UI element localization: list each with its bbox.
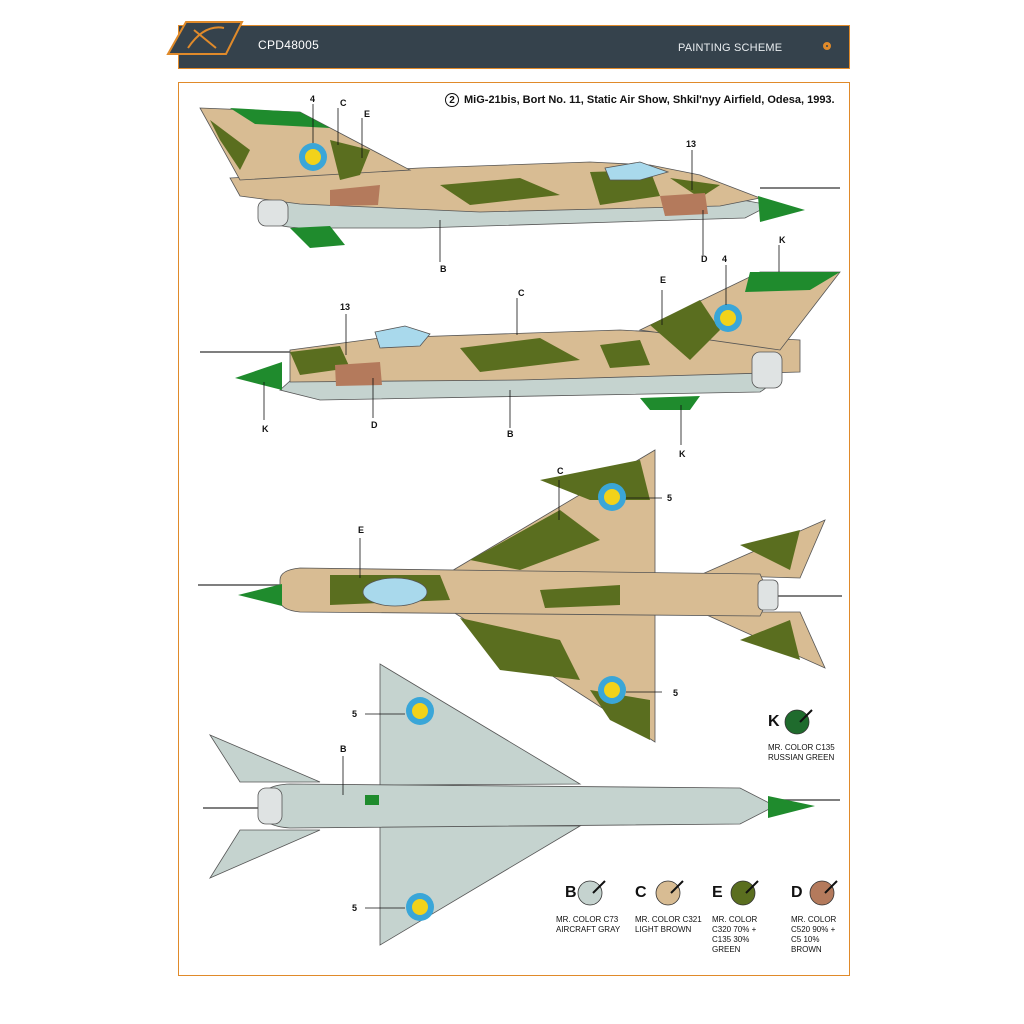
scheme-title-text: MiG-21bis, Bort No. 11, Static Air Show,… (464, 94, 835, 106)
callout-e-3: E (358, 525, 364, 535)
header-bar (178, 25, 850, 69)
callout-labels: 4 C E B 13 D C E 4 K 13 K D B K C E 5 5 … (262, 94, 786, 913)
callout-13-2: 13 (340, 302, 350, 312)
bottom-view (203, 663, 840, 946)
callout-b-2: B (507, 429, 514, 439)
right-side-profile (200, 271, 841, 410)
callout-5: 5 (667, 493, 672, 503)
color-swatches (577, 709, 838, 906)
swatch-d-circle (809, 880, 835, 906)
callout-13: 13 (686, 139, 696, 149)
scheme-title: 2 MiG-21bis, Bort No. 11, Static Air Show… (445, 93, 835, 107)
callout-d-2: D (371, 420, 378, 430)
callout-e-2: E (660, 275, 666, 285)
callout-5-4: 5 (352, 903, 357, 913)
brand-logo (166, 21, 244, 55)
callout-lines (263, 104, 780, 909)
callout-c: C (340, 98, 347, 108)
left-side-profile (199, 107, 840, 248)
swatch-k-circle (784, 709, 810, 735)
scheme-number: 2 (445, 93, 459, 107)
section-title: PAINTING SCHEME (678, 42, 783, 54)
callout-4: 4 (310, 94, 315, 104)
callout-k: K (779, 235, 786, 245)
swatch-c-letter: C (635, 884, 647, 901)
header-dot-icon (823, 42, 831, 50)
swatch-e-circle (730, 880, 756, 906)
callout-5-2: 5 (673, 688, 678, 698)
swatch-d-letter: D (791, 884, 803, 901)
callout-c-2: C (518, 288, 525, 298)
callout-k-2: K (262, 424, 269, 434)
swatch-k-letter: K (768, 713, 780, 730)
swatch-b-letter: B (565, 884, 577, 901)
callout-k-3: K (679, 449, 686, 459)
callout-b: B (440, 264, 447, 274)
callout-e: E (364, 109, 370, 119)
product-code: CPD48005 (258, 38, 320, 52)
top-view (198, 449, 842, 743)
callout-5-3: 5 (352, 709, 357, 719)
content-frame (178, 82, 850, 976)
callout-b-3: B (340, 744, 347, 754)
callout-4-2: 4 (722, 254, 727, 264)
callout-d: D (701, 254, 708, 264)
swatch-e-letter: E (712, 884, 723, 901)
swatch-b-circle (577, 880, 603, 906)
callout-c-3: C (557, 466, 564, 476)
swatch-c-circle (655, 880, 681, 906)
